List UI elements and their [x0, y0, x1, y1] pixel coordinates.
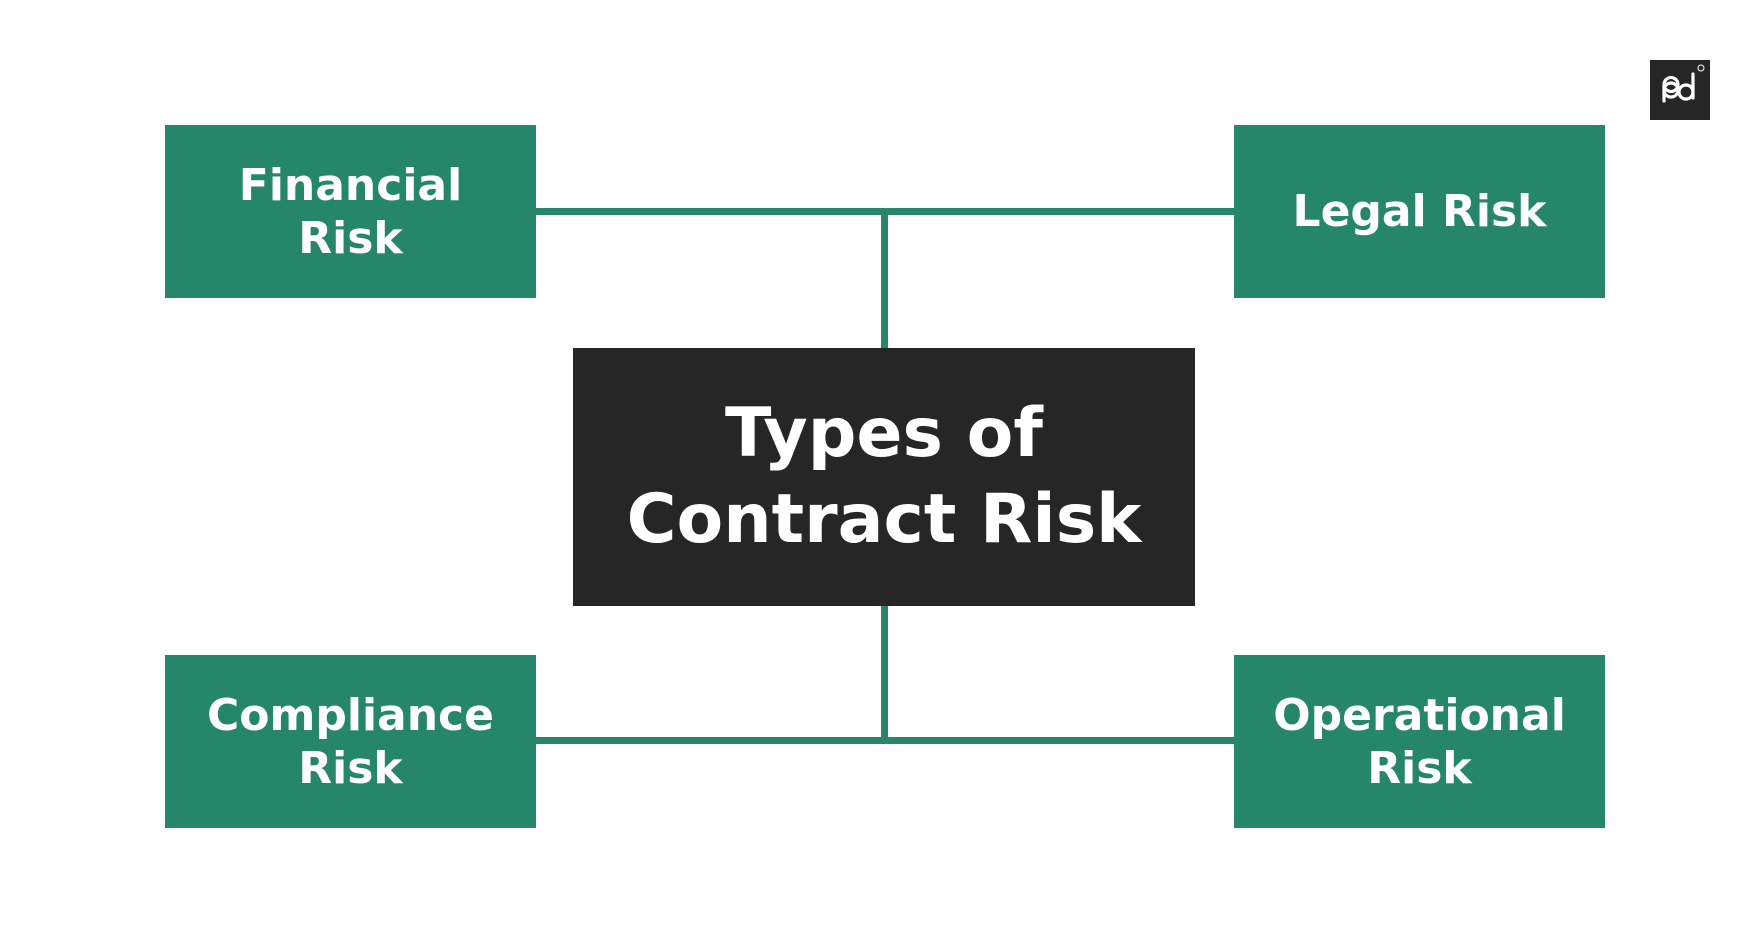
bottom-horizontal-connector — [535, 737, 1234, 744]
center-title: Types of Contract Risk — [626, 394, 1142, 559]
pd-logo-icon — [1650, 60, 1710, 120]
top-vertical-connector — [881, 208, 888, 348]
compliance-risk-box: Compliance Risk — [165, 655, 536, 828]
operational-risk-label: Operational Risk — [1273, 689, 1566, 794]
financial-risk-label: Financial Risk — [238, 159, 463, 264]
pd-logo-glyph — [1662, 64, 1705, 103]
operational-risk-box: Operational Risk — [1234, 655, 1605, 828]
legal-risk-label: Legal Risk — [1292, 186, 1547, 237]
legal-risk-box: Legal Risk — [1234, 125, 1605, 298]
compliance-risk-label: Compliance Risk — [207, 689, 494, 794]
bottom-vertical-connector — [881, 606, 888, 743]
center-title-box: Types of Contract Risk — [573, 348, 1195, 606]
financial-risk-box: Financial Risk — [165, 125, 536, 298]
